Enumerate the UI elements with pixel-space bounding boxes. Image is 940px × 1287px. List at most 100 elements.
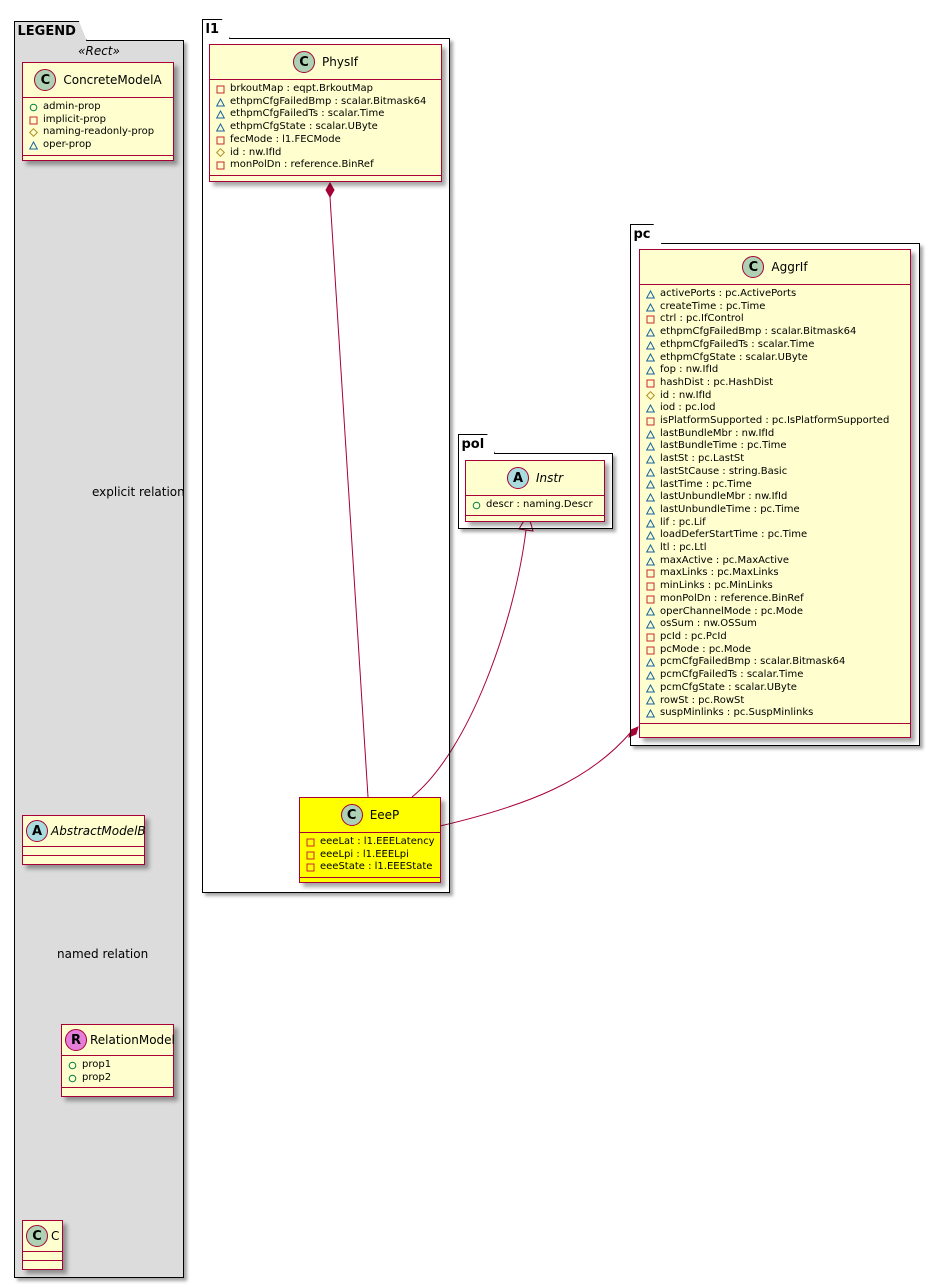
package-visibility-icon: [216, 97, 225, 107]
attribute-row: isPlatformSupported : pc.IsPlatformSuppo…: [646, 415, 904, 428]
attribute-text: brkoutMap : eqpt.BrkoutMap: [230, 83, 373, 94]
attribute-text: id : nw.IfId: [660, 389, 712, 401]
package-visibility-icon: [646, 683, 655, 693]
attribute-text: pcmCfgFailedBmp : scalar.Bitmask64: [660, 656, 846, 668]
class-methods: [640, 724, 910, 732]
attribute-row: ethpmCfgFailedBmp : scalar.Bitmask64: [216, 96, 435, 109]
attribute-row: ethpmCfgState : scalar.UByte: [216, 121, 435, 134]
public-visibility-icon: [68, 1061, 77, 1070]
attribute-text: eeeLpi : l1.EEELpi: [320, 848, 409, 860]
package-visibility-icon: [646, 480, 655, 489]
attribute-text: lastUnbundleMbr : nw.IfId: [660, 491, 788, 503]
class-badge-icon: C: [26, 1225, 48, 1247]
attribute-row: maxLinks : pc.MaxLinks: [646, 567, 904, 580]
private-visibility-icon: [646, 595, 655, 604]
attribute-text: eeeLat : l1.EEELatency: [320, 836, 435, 847]
attribute-text: hashDist : pc.HashDist: [660, 376, 774, 388]
package-visibility-icon: [646, 543, 655, 553]
package-visibility-icon: [29, 140, 38, 150]
attribute-text: id : nw.IfId: [230, 146, 282, 158]
package-visibility-icon: [646, 607, 655, 616]
class-name: PhysIf: [322, 55, 358, 69]
attribute-row: prop1: [68, 1059, 167, 1072]
attribute-row: monPolDn : reference.BinRef: [216, 159, 435, 172]
attribute-row: lastBundleMbr : nw.IfId: [646, 428, 904, 441]
class-badge-icon: C: [293, 51, 316, 73]
package-visibility-icon: [216, 110, 225, 119]
attribute-row: ctrl : pc.IfControl: [646, 313, 904, 326]
abstract-badge-icon: A: [506, 467, 529, 489]
attribute-text: isPlatformSupported : pc.IsPlatformSuppo…: [660, 415, 890, 427]
class-methods: [210, 176, 441, 184]
package-visibility-icon: [646, 670, 655, 680]
attribute-row: descr : naming.Descr: [472, 499, 598, 512]
attribute-text: rowSt : pc.RowSt: [660, 694, 745, 706]
protected-visibility-icon: [29, 128, 38, 138]
attribute-text: monPolDn : reference.BinRef: [660, 592, 804, 604]
attribute-row: brkoutMap : eqpt.BrkoutMap: [216, 83, 435, 96]
attribute-text: createTime : pc.Time: [660, 300, 766, 312]
class-name: C: [51, 1229, 60, 1243]
package-pol-tab: pol: [458, 434, 496, 454]
private-visibility-icon: [306, 851, 315, 860]
attribute-row: pcmCfgFailedTs : scalar.Time: [646, 669, 904, 682]
attribute-text: prop1: [82, 1059, 112, 1070]
package-visibility-icon: [646, 302, 655, 312]
class-name: AbstractModelB: [51, 824, 146, 838]
attribute-text: ethpmCfgFailedTs : scalar.Time: [660, 338, 815, 350]
attribute-row: activePorts : pc.ActivePorts: [646, 288, 904, 301]
class-methods: [466, 516, 604, 524]
attribute-row: monPolDn : reference.BinRef: [646, 593, 904, 606]
attribute-row: iod : pc.Iod: [646, 402, 904, 415]
class-name: RelationModel: [90, 1033, 175, 1047]
attribute-row: eeeLpi : l1.EEELpi: [306, 849, 434, 862]
attribute-text: lastBundleMbr : nw.IfId: [660, 427, 775, 439]
attribute-row: lastTime : pc.Time: [646, 479, 904, 492]
package-visibility-icon: [646, 327, 655, 337]
class-badge-icon: C: [742, 256, 765, 278]
attribute-row: implicit-prop: [29, 114, 167, 127]
attribute-row: maxActive : pc.MaxActive: [646, 555, 904, 568]
aggrif-eeep-composition: [439, 731, 632, 827]
attribute-row: lif : pc.Lif: [646, 517, 904, 530]
private-visibility-icon: [306, 838, 315, 847]
class-attributes: descr : naming.Descr: [466, 496, 604, 516]
package-visibility-icon: [646, 366, 655, 375]
package-pol: pol: [458, 453, 613, 529]
attribute-text: osSum : nw.OSSum: [660, 618, 757, 630]
private-visibility-icon: [646, 417, 655, 426]
attribute-row: eeeLat : l1.EEELatency: [306, 836, 435, 849]
package-l1-tab: l1: [202, 19, 231, 39]
attribute-text: lastStCause : string.Basic: [660, 465, 788, 477]
attribute-row: operChannelMode : pc.Mode: [646, 606, 904, 619]
attribute-text: minLinks : pc.MinLinks: [660, 580, 773, 592]
private-visibility-icon: [216, 136, 225, 145]
attribute-row: rowSt : pc.RowSt: [646, 695, 904, 708]
attribute-text: ethpmCfgState : scalar.UByte: [230, 121, 378, 133]
attribute-row: createTime : pc.Time: [646, 301, 904, 314]
package-visibility-icon: [646, 696, 655, 705]
attribute-row: loadDeferStartTime : pc.Time: [646, 529, 904, 542]
attribute-text: ethpmCfgFailedBmp : scalar.Bitmask64: [230, 95, 427, 107]
package-visibility-icon: [646, 467, 655, 477]
attribute-text: prop2: [82, 1071, 112, 1083]
attribute-row: pcmCfgFailedBmp : scalar.Bitmask64: [646, 656, 904, 669]
attribute-text: loadDeferStartTime : pc.Time: [660, 529, 808, 541]
class-badge-icon: C: [340, 804, 363, 826]
